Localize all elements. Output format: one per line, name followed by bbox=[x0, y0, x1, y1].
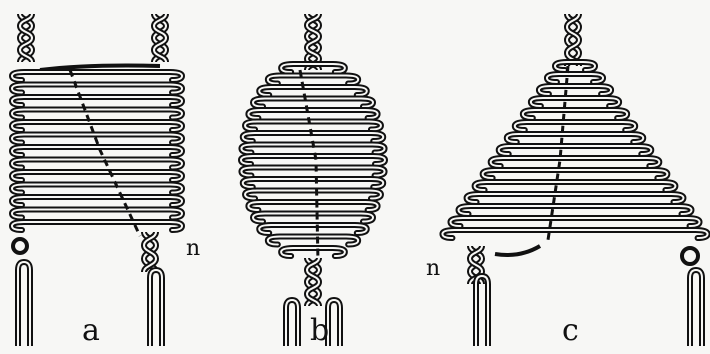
weft-strand-4 bbox=[12, 122, 182, 130]
weft-strand-1 bbox=[268, 76, 358, 84]
panel-a-marker-n: n bbox=[186, 238, 200, 260]
weft-strand-10 bbox=[243, 179, 383, 187]
weft-strand-11 bbox=[467, 194, 684, 202]
weft-strand-1 bbox=[12, 85, 182, 93]
weft-strand-4 bbox=[523, 110, 627, 118]
weft-strand-11 bbox=[12, 210, 182, 218]
weft-strand-10 bbox=[475, 182, 676, 190]
weft-strand-16 bbox=[281, 248, 345, 256]
weft-strand-8 bbox=[12, 172, 182, 180]
weft-strand-2 bbox=[12, 97, 182, 105]
c-leg-left bbox=[476, 276, 488, 346]
weft-strand-8 bbox=[491, 158, 660, 166]
weft-strand-4 bbox=[248, 110, 377, 118]
weft-strand-0 bbox=[12, 72, 182, 80]
weft-strand-12 bbox=[248, 202, 377, 210]
panel-c-label: c bbox=[562, 316, 579, 346]
weft-strand-6 bbox=[243, 133, 383, 141]
weft-strand-9 bbox=[483, 170, 668, 178]
a-bottom-left-loop bbox=[13, 239, 27, 253]
panel-a-label: a bbox=[82, 316, 100, 346]
a-leg-left bbox=[18, 262, 30, 346]
weft-strand-7 bbox=[12, 160, 182, 168]
weft-strand-2 bbox=[539, 86, 611, 94]
b-leg-right bbox=[328, 300, 340, 346]
a-leg-right bbox=[150, 270, 162, 346]
weft-strand-3 bbox=[531, 98, 619, 106]
panel-b-oval-weave bbox=[241, 14, 385, 346]
weft-strand-14 bbox=[259, 225, 367, 233]
weft-strand-0 bbox=[281, 64, 345, 72]
weft-strand-10 bbox=[12, 197, 182, 205]
weft-strand-6 bbox=[507, 134, 643, 142]
weft-strand-9 bbox=[241, 168, 384, 176]
weft-strand-5 bbox=[245, 122, 381, 130]
weft-strand-2 bbox=[259, 87, 367, 95]
weft-strand-14 bbox=[442, 230, 707, 238]
panel-a-rectangular-weave bbox=[12, 14, 182, 346]
weft-strand-5 bbox=[515, 122, 635, 130]
weft-strand-15 bbox=[268, 237, 358, 245]
weft-strand-9 bbox=[12, 185, 182, 193]
weft-strand-11 bbox=[245, 191, 381, 199]
panel-c-marker-n: n bbox=[426, 258, 440, 280]
c-bottom-cord bbox=[495, 246, 540, 255]
c-leg-right bbox=[690, 270, 702, 346]
weft-strand-13 bbox=[450, 218, 699, 226]
weft-strand-3 bbox=[12, 110, 182, 118]
weft-strand-7 bbox=[499, 146, 652, 154]
weft-strand-3 bbox=[253, 99, 373, 107]
weft-strand-12 bbox=[459, 206, 692, 214]
weft-strand-6 bbox=[12, 147, 182, 155]
b-leg-left bbox=[286, 300, 298, 346]
weft-strand-8 bbox=[241, 156, 385, 164]
weft-strand-1 bbox=[547, 74, 603, 82]
panel-c-triangular-weave bbox=[442, 14, 707, 346]
weft-strand-13 bbox=[253, 214, 373, 222]
weft-strand-12 bbox=[12, 222, 182, 230]
panel-b-label: b bbox=[310, 316, 329, 346]
c-bottom-right-loop bbox=[682, 248, 698, 264]
